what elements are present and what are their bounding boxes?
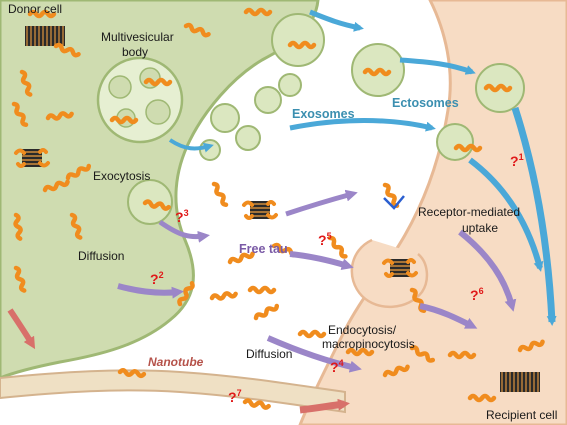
label-receptor-line2: uptake bbox=[462, 221, 498, 235]
label-endocytosis-line2: macropinocytosis bbox=[322, 337, 415, 351]
question-marker-3: ?3 bbox=[175, 208, 189, 225]
question-marker-7: ?7 bbox=[228, 388, 242, 405]
blue-arrows bbox=[168, 9, 557, 326]
receptor-icon bbox=[383, 195, 405, 210]
question-marker-4: ?4 bbox=[330, 358, 344, 375]
question-marker-6: ?6 bbox=[470, 286, 484, 303]
label-mvb-line2: body bbox=[122, 45, 148, 59]
red-arrows bbox=[7, 308, 350, 414]
nanotube bbox=[0, 369, 346, 414]
label-donor-cell: Donor cell bbox=[8, 2, 62, 16]
label-exocytosis: Exocytosis bbox=[93, 169, 150, 183]
label-recipient-cell: Recipient cell bbox=[486, 408, 557, 422]
label-free-tau: Free tau bbox=[239, 242, 288, 256]
label-diffusion-bottom: Diffusion bbox=[246, 347, 292, 361]
question-marker-2: ?2 bbox=[150, 270, 164, 287]
label-exosomes: Exosomes bbox=[292, 107, 355, 121]
purple-arrows bbox=[117, 189, 517, 373]
multivesicular-body bbox=[96, 56, 184, 144]
label-receptor-line1: Receptor-mediated bbox=[418, 205, 520, 219]
label-nanotube: Nanotube bbox=[148, 355, 204, 369]
label-mvb-line1: Multivesicular bbox=[101, 30, 174, 44]
label-ectosomes: Ectosomes bbox=[392, 96, 459, 110]
question-marker-5: ?5 bbox=[318, 231, 332, 248]
label-diffusion-left: Diffusion bbox=[78, 249, 124, 263]
label-endocytosis-line1: Endocytosis/ bbox=[328, 323, 397, 337]
question-marker-1: ?1 bbox=[510, 152, 524, 169]
